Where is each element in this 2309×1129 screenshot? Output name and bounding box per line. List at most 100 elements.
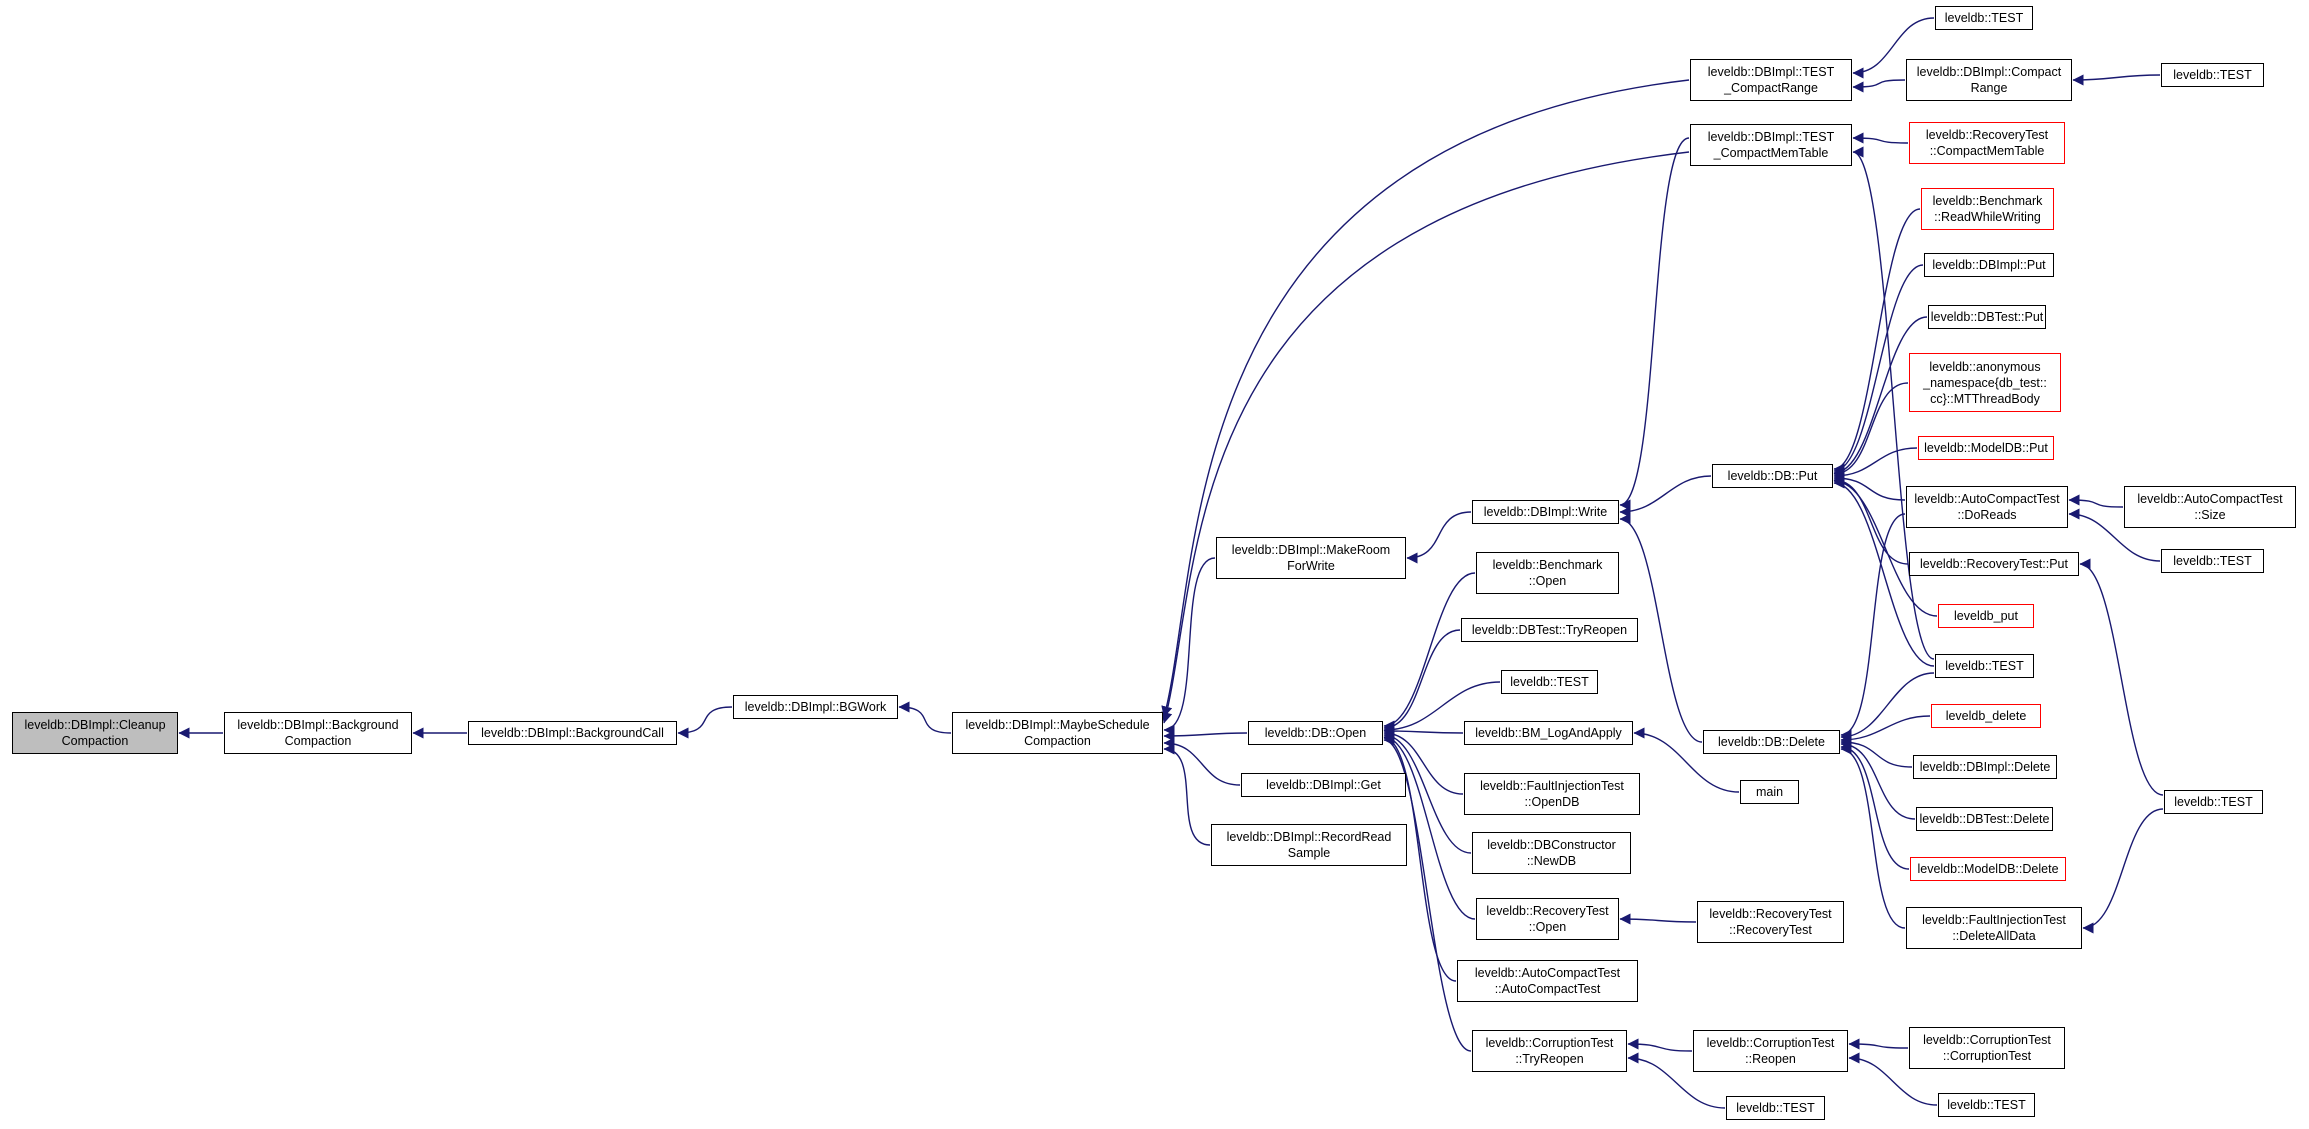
node-label: leveldb::anonymous _namespace{db_test:: … xyxy=(1923,359,2047,406)
edge-autocompacttest-doreads--db-put xyxy=(1833,472,1906,501)
node-corruptiontest-tryreopen[interactable]: leveldb::CorruptionTest ::TryReopen xyxy=(1472,1030,1627,1072)
node-dbimpl-maybe-schedule-compaction[interactable]: leveldb::DBImpl::MaybeSchedule Compactio… xyxy=(952,712,1163,754)
node-test-recovery-fault[interactable]: leveldb::TEST xyxy=(2164,790,2263,814)
node-label: leveldb::DBImpl::Put xyxy=(1932,258,2046,272)
node-corruptiontest-reopen[interactable]: leveldb::CorruptionTest ::Reopen xyxy=(1693,1030,1848,1072)
edge-benchmark-read-while-writing--db-put xyxy=(1833,208,1921,475)
node-autocompacttest-doreads[interactable]: leveldb::AutoCompactTest ::DoReads xyxy=(1906,486,2068,528)
node-dbimpl-bgwork[interactable]: leveldb::DBImpl::BGWork xyxy=(733,695,898,719)
node-db-delete[interactable]: leveldb::DB::Delete xyxy=(1703,730,1840,754)
edge-dbtest-tryreopen--db-open xyxy=(1383,629,1461,734)
node-label: leveldb::DBImpl::Cleanup Compaction xyxy=(24,718,166,748)
node-mt-thread-body[interactable]: leveldb::anonymous _namespace{db_test:: … xyxy=(1909,353,2061,412)
edge-dbconstructor-newdb--db-open xyxy=(1383,729,1472,854)
node-label: leveldb::DBTest::Delete xyxy=(1919,812,2050,826)
node-faultinjectiontest-opendb[interactable]: leveldb::FaultInjectionTest ::OpenDB xyxy=(1464,773,1640,815)
edge-test-put--dbimpl-test-compact-memtable xyxy=(1852,146,1935,660)
node-label: leveldb::TEST xyxy=(2174,795,2253,809)
edge-dbimpl-put--db-put xyxy=(1833,264,1924,477)
node-corruptiontest-ctor[interactable]: leveldb::CorruptionTest ::CorruptionTest xyxy=(1909,1027,2065,1069)
node-benchmark-read-while-writing[interactable]: leveldb::Benchmark ::ReadWhileWriting xyxy=(1921,188,2054,230)
node-label: leveldb::TEST xyxy=(1736,1101,1815,1115)
node-label: leveldb::DBImpl::TEST _CompactRange xyxy=(1707,65,1835,95)
edge-test-recovery-fault--faultinjectiontest-deletealldata xyxy=(2082,808,2164,934)
node-label: leveldb::TEST xyxy=(1947,1098,2026,1112)
node-label: leveldb::DBImpl::Delete xyxy=(1919,760,2051,774)
node-dbimpl-test-compact-memtable[interactable]: leveldb::DBImpl::TEST _CompactMemTable xyxy=(1690,124,1852,166)
node-benchmark-open[interactable]: leveldb::Benchmark ::Open xyxy=(1476,552,1619,594)
node-label: leveldb::CorruptionTest ::TryReopen xyxy=(1485,1036,1614,1066)
node-dbtest-delete[interactable]: leveldb::DBTest::Delete xyxy=(1916,807,2053,831)
node-label: leveldb::Benchmark ::ReadWhileWriting xyxy=(1932,194,2043,224)
node-leveldb-delete[interactable]: leveldb_delete xyxy=(1931,704,2041,728)
node-autocompacttest-ctor[interactable]: leveldb::AutoCompactTest ::AutoCompactTe… xyxy=(1457,960,1638,1002)
edge-db-open--dbimpl-maybe-schedule-compaction xyxy=(1163,730,1248,742)
node-dbconstructor-newdb[interactable]: leveldb::DBConstructor ::NewDB xyxy=(1472,832,1631,874)
edge-recoverytest-ctor--recoverytest-open xyxy=(1619,913,1697,925)
node-test-compactrange-2[interactable]: leveldb::TEST xyxy=(2161,63,2264,87)
node-test-corruption-tryreopen[interactable]: leveldb::TEST xyxy=(1726,1096,1825,1120)
node-dbimpl-record-read-sample[interactable]: leveldb::DBImpl::RecordRead Sample xyxy=(1211,824,1407,866)
node-dbimpl-delete[interactable]: leveldb::DBImpl::Delete xyxy=(1913,755,2057,779)
node-recoverytest-put[interactable]: leveldb::RecoveryTest::Put xyxy=(1909,552,2079,576)
node-recoverytest-compact-memtable[interactable]: leveldb::RecoveryTest ::CompactMemTable xyxy=(1909,122,2065,164)
node-recoverytest-open[interactable]: leveldb::RecoveryTest ::Open xyxy=(1476,898,1619,940)
edge-db-put--dbimpl-write xyxy=(1619,475,1712,518)
node-label: leveldb::RecoveryTest ::CompactMemTable xyxy=(1925,128,2049,158)
node-dbtest-tryreopen[interactable]: leveldb::DBTest::TryReopen xyxy=(1461,618,1638,642)
node-faultinjectiontest-deletealldata[interactable]: leveldb::FaultInjectionTest ::DeleteAllD… xyxy=(1906,907,2082,949)
edge-autocompacttest-size--autocompacttest-doreads xyxy=(2068,494,2124,508)
edge-dbimpl-delete--db-delete xyxy=(1840,736,1913,768)
node-label: leveldb::TEST xyxy=(1944,11,2024,25)
edge-dbimpl-record-read-sample--dbimpl-maybe-schedule-compaction xyxy=(1163,743,1211,846)
node-label: leveldb::Benchmark ::Open xyxy=(1492,558,1603,588)
node-label: leveldb::DBImpl::MaybeSchedule Compactio… xyxy=(965,718,1150,748)
node-label: main xyxy=(1755,785,1784,799)
edge-recoverytest-put--db-put xyxy=(1833,474,1909,565)
node-dbimpl-get[interactable]: leveldb::DBImpl::Get xyxy=(1241,773,1406,797)
node-label: leveldb::RecoveryTest ::Open xyxy=(1486,904,1609,934)
edge-dbimpl-test-compact-memtable--dbimpl-write xyxy=(1619,137,1690,511)
node-test-compactrange-1[interactable]: leveldb::TEST xyxy=(1935,6,2033,30)
node-dbtest-put[interactable]: leveldb::DBTest::Put xyxy=(1928,305,2046,329)
edge-dbimpl-bgwork--dbimpl-background-call xyxy=(677,706,733,739)
node-label: leveldb::TEST xyxy=(2173,554,2252,568)
node-db-open[interactable]: leveldb::DB::Open xyxy=(1248,721,1383,745)
edge-leveldb-put--db-put xyxy=(1833,475,1938,617)
node-label: leveldb::DBImpl::BGWork xyxy=(744,700,887,714)
node-db-put[interactable]: leveldb::DB::Put xyxy=(1712,464,1833,488)
node-recoverytest-ctor[interactable]: leveldb::RecoveryTest ::RecoveryTest xyxy=(1697,901,1844,943)
edge-recoverytest-compact-memtable--dbimpl-test-compact-memtable xyxy=(1852,132,1909,144)
node-dbimpl-background-call[interactable]: leveldb::DBImpl::BackgroundCall xyxy=(468,721,677,745)
node-leveldb-put[interactable]: leveldb_put xyxy=(1938,604,2034,628)
edge-faultinjectiontest-opendb--db-open xyxy=(1383,727,1464,795)
node-label: leveldb::CorruptionTest ::Reopen xyxy=(1706,1036,1835,1066)
edge-modeldb-put--db-put xyxy=(1833,447,1918,482)
node-label: leveldb::FaultInjectionTest ::OpenDB xyxy=(1480,779,1624,809)
node-autocompacttest-size[interactable]: leveldb::AutoCompactTest ::Size xyxy=(2124,486,2296,528)
edge-dbimpl-write--dbimpl-makeroom-forwrite xyxy=(1406,511,1472,564)
node-dbimpl-put[interactable]: leveldb::DBImpl::Put xyxy=(1924,253,2054,277)
node-dbimpl-makeroom-forwrite[interactable]: leveldb::DBImpl::MakeRoom ForWrite xyxy=(1216,537,1406,579)
node-dbimpl-write[interactable]: leveldb::DBImpl::Write xyxy=(1472,500,1619,524)
node-dbimpl-test-compact-range[interactable]: leveldb::DBImpl::TEST _CompactRange xyxy=(1690,59,1852,101)
edge-test-autocompact--autocompacttest-doreads xyxy=(2068,508,2161,562)
node-label: leveldb_put xyxy=(1954,609,2018,623)
edge-dbtest-delete--db-delete xyxy=(1840,738,1916,820)
node-test-put[interactable]: leveldb::TEST xyxy=(1935,654,2034,678)
edge-bm-log-and-apply--db-open xyxy=(1383,725,1464,737)
node-main[interactable]: main xyxy=(1740,780,1799,804)
node-label: leveldb::DBImpl::MakeRoom ForWrite xyxy=(1231,543,1391,573)
node-dbimpl-compact-range[interactable]: leveldb::DBImpl::Compact Range xyxy=(1906,59,2072,101)
node-test-corruption-reopen[interactable]: leveldb::TEST xyxy=(1938,1093,2035,1117)
node-label: leveldb::DBImpl::Write xyxy=(1483,505,1608,519)
node-modeldb-delete[interactable]: leveldb::ModelDB::Delete xyxy=(1910,857,2066,881)
node-bm-log-and-apply[interactable]: leveldb::BM_LogAndApply xyxy=(1464,721,1633,745)
node-label: leveldb::DBImpl::Compact Range xyxy=(1916,65,2062,95)
node-modeldb-put[interactable]: leveldb::ModelDB::Put xyxy=(1918,436,2054,460)
node-dbimpl-background-compaction[interactable]: leveldb::DBImpl::Background Compaction xyxy=(224,712,412,754)
node-test-open[interactable]: leveldb::TEST xyxy=(1501,670,1598,694)
node-test-autocompact[interactable]: leveldb::TEST xyxy=(2161,549,2264,573)
node-label: leveldb::TEST xyxy=(1945,659,2024,673)
edge-test-compactrange-1--dbimpl-test-compact-range xyxy=(1852,17,1935,79)
